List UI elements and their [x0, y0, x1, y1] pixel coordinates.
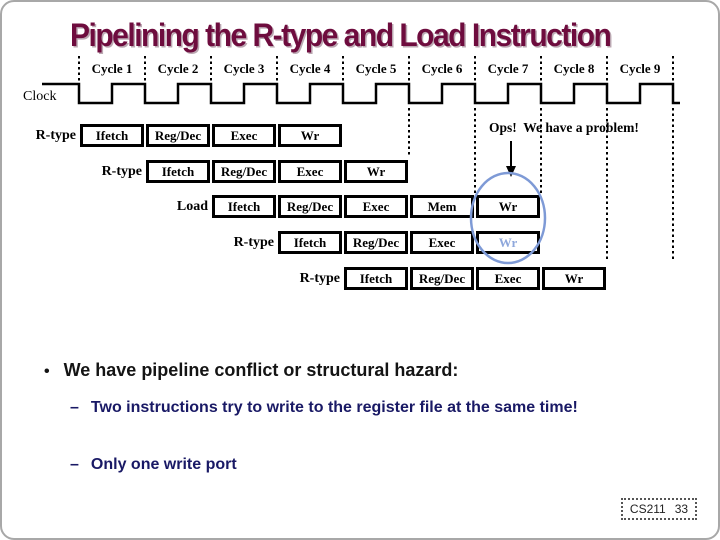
clock-label: Clock	[23, 89, 57, 104]
stage-box: Exec	[476, 267, 540, 290]
note-sub-bullet-2: – Only one write port	[70, 454, 237, 475]
dash-icon: –	[70, 399, 79, 416]
note-sub-bullet-2-text: Only one write port	[90, 456, 237, 473]
row-label-rtype-4: R-type	[299, 271, 340, 286]
note-sub-bullet-1-text: Two instructions try to write to the reg…	[90, 399, 578, 416]
dash-icon: –	[70, 456, 79, 473]
problem-annotation: Ops! We have a problem!	[489, 120, 639, 135]
slide-title: Pipelining the R-type and Load Instructi…	[70, 18, 612, 54]
row-label-rtype-1: R-type	[35, 128, 76, 143]
stage-box: Ifetch	[278, 231, 342, 254]
stage-box: Exec	[278, 160, 342, 183]
stage-box: Ifetch	[146, 160, 210, 183]
stage-box: Reg/Dec	[146, 124, 210, 147]
stage-box: Ifetch	[80, 124, 144, 147]
stage-box: Exec	[344, 195, 408, 218]
stage-box: Wr	[542, 267, 606, 290]
stage-box: Exec	[212, 124, 276, 147]
cycle-label-4: Cycle 4	[289, 61, 331, 76]
cycle-label-1: Cycle 1	[91, 61, 133, 76]
cycle-label-3: Cycle 3	[223, 61, 265, 76]
stage-box: Wr	[344, 160, 408, 183]
stage-box-conflict-wr: Wr	[476, 231, 540, 254]
stage-box: Reg/Dec	[278, 195, 342, 218]
stage-box: Mem	[410, 195, 474, 218]
row-label-rtype-3: R-type	[233, 235, 274, 250]
row-label-rtype-2: R-type	[101, 164, 142, 179]
stage-box: Exec	[410, 231, 474, 254]
cycle-label-5: Cycle 5	[355, 61, 397, 76]
cycle-label-8: Cycle 8	[553, 61, 595, 76]
bullet-icon: •	[44, 363, 50, 380]
cycle-label-9: Cycle 9	[619, 61, 661, 76]
note-bullet-text: We have pipeline conflict or structural …	[63, 360, 459, 380]
stage-box: Reg/Dec	[212, 160, 276, 183]
stage-box: Ifetch	[212, 195, 276, 218]
stage-box: Reg/Dec	[410, 267, 474, 290]
footer-slide-number: CS211 33	[621, 498, 697, 520]
stage-box-load-wr: Wr	[476, 195, 540, 218]
stage-box: Reg/Dec	[344, 231, 408, 254]
note-bullet: • We have pipeline conflict or structura…	[44, 360, 458, 384]
note-sub-bullet-1: – Two instructions try to write to the r…	[70, 397, 647, 418]
cycle-label-6: Cycle 6	[421, 61, 463, 76]
clock-waveform	[42, 82, 680, 105]
cycle-label-7: Cycle 7	[487, 61, 529, 76]
conflict-arrow-icon	[506, 141, 516, 177]
row-label-load: Load	[176, 199, 208, 214]
stage-box: Wr	[278, 124, 342, 147]
cycle-label-2: Cycle 2	[157, 61, 199, 76]
stage-box: Ifetch	[344, 267, 408, 290]
footer-page: 33	[674, 502, 689, 516]
footer-course: CS211	[629, 502, 666, 516]
